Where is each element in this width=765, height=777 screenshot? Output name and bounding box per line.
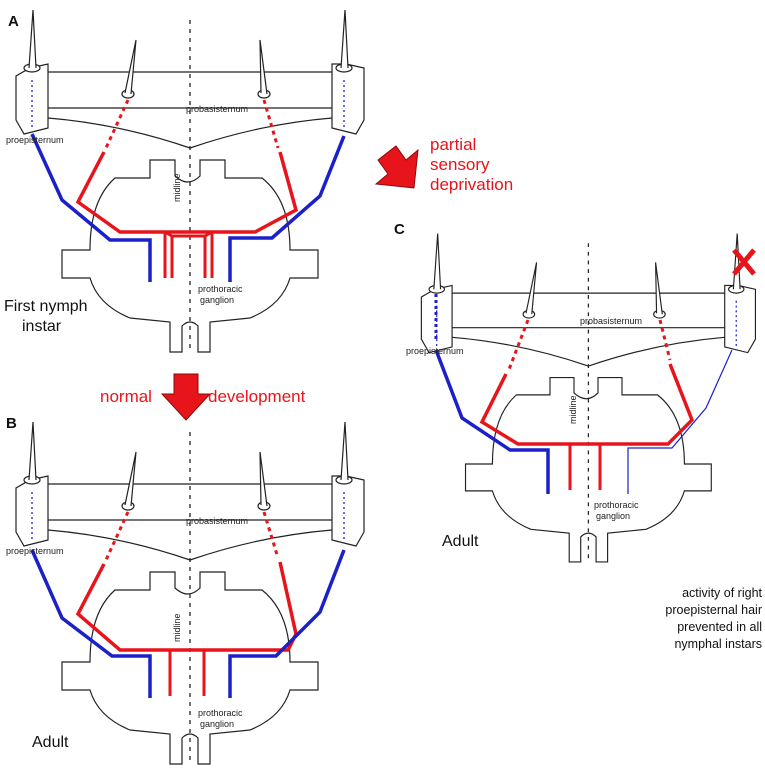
panel-a-caption-line2: instar xyxy=(22,318,62,335)
probasisternum-label-b: probasisternum xyxy=(186,516,248,526)
midline-label-b: midline xyxy=(172,613,182,642)
ganglion-label-b-line2: ganglion xyxy=(200,719,234,729)
panel-b-letter: B xyxy=(6,415,17,432)
note-line2: proepisternal hair xyxy=(665,603,762,617)
development-label: development xyxy=(208,387,306,406)
note-line1: activity of right xyxy=(682,586,762,600)
ganglion-label-line1: prothoracic xyxy=(198,284,243,294)
deprivation-label-line2: sensory xyxy=(430,155,490,174)
panel-c: C proepisternum probasisternum midline p… xyxy=(394,221,757,563)
probasisternum-label: probasisternum xyxy=(186,104,248,114)
panel-a-letter: A xyxy=(8,13,19,30)
ganglion-label-line2: ganglion xyxy=(200,295,234,305)
deprivation-label-line3: deprivation xyxy=(430,175,513,194)
normal-development-arrow: normal development xyxy=(100,373,306,421)
note-line4: nymphal instars xyxy=(674,637,762,651)
ganglion-label-c-line1: prothoracic xyxy=(594,500,639,510)
deprivation-label-line1: partial xyxy=(430,135,476,154)
ganglion-label-c-line2: ganglion xyxy=(596,511,630,521)
ganglion-label-b-line1: prothoracic xyxy=(198,708,243,718)
midline-label-c: midline xyxy=(568,395,578,424)
proepisternum-label-b: proepisternum xyxy=(6,546,64,556)
note-line3: prevented in all xyxy=(677,620,762,634)
deprivation-arrow: partial sensory deprivation xyxy=(374,135,513,194)
proepisternum-label: proepisternum xyxy=(6,135,64,145)
deprivation-note: activity of right proepisternal hair pre… xyxy=(665,586,762,651)
panel-c-letter: C xyxy=(394,221,405,238)
panel-b: B proepisternum probasisternum midline p… xyxy=(6,415,365,765)
panel-a-caption-line1: First nymph xyxy=(4,298,88,315)
panel-a: A proepisternum probasisternum midline p… xyxy=(4,9,365,353)
panel-b-caption: Adult xyxy=(32,734,69,751)
proepisternum-label-c: proepisternum xyxy=(406,346,464,356)
midline-label: midline xyxy=(172,173,182,202)
probasisternum-label-c: probasisternum xyxy=(580,316,642,326)
normal-label: normal xyxy=(100,387,152,406)
panel-c-caption: Adult xyxy=(442,533,479,550)
